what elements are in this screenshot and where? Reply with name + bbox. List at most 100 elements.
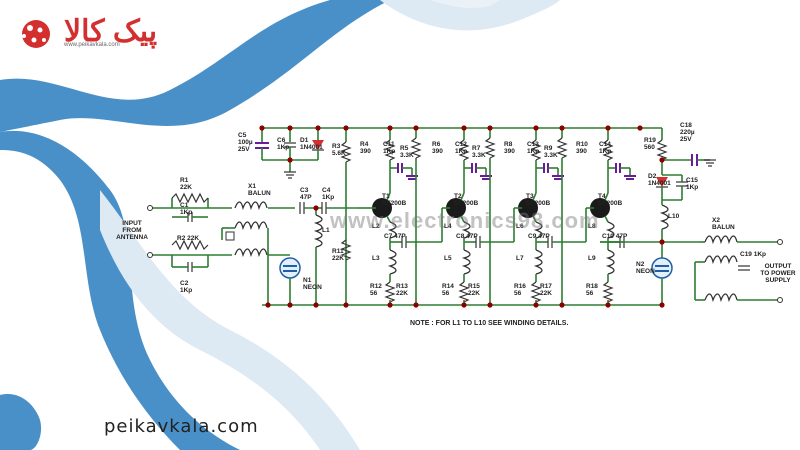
junction-dot bbox=[287, 125, 293, 131]
ground-symbol-out bbox=[704, 159, 716, 167]
x2-balun bbox=[704, 235, 738, 303]
junction-dot bbox=[659, 157, 665, 163]
junction-dot bbox=[287, 302, 293, 308]
label-l7: L7 bbox=[516, 255, 524, 262]
brand-logo-subtext: www.peikavkala.com bbox=[64, 42, 120, 48]
junction-dot bbox=[487, 302, 493, 308]
junction-dot bbox=[533, 125, 539, 131]
background-waves bbox=[0, 0, 560, 450]
junction-dot bbox=[259, 125, 265, 131]
junction-dot bbox=[461, 302, 467, 308]
junction-dot bbox=[559, 125, 565, 131]
n1-neon-lamp bbox=[279, 257, 301, 279]
label-l9: L9 bbox=[588, 255, 596, 262]
label-c8: C8 47P bbox=[456, 233, 478, 240]
n2-neon-lamp bbox=[651, 257, 673, 279]
watermark-text: www.electronics98.com bbox=[330, 208, 600, 233]
label-l8: L8 bbox=[588, 223, 596, 230]
label-c19: C19 1Kp bbox=[740, 251, 766, 258]
junction-dot bbox=[533, 302, 539, 308]
d1-diode bbox=[312, 140, 324, 150]
junction-dot bbox=[343, 302, 349, 308]
junction-dot bbox=[461, 125, 467, 131]
junction-dot bbox=[605, 125, 611, 131]
winding-note: NOTE : FOR L1 TO L10 SEE WINDING DETAILS… bbox=[410, 320, 568, 327]
junction-dot bbox=[605, 302, 611, 308]
label-l6: L6 bbox=[516, 223, 524, 230]
amp-stage-4 bbox=[586, 128, 636, 305]
logo-mark bbox=[22, 20, 50, 48]
junction-dot bbox=[313, 205, 319, 211]
d2-diode bbox=[656, 177, 668, 187]
label-l1: L1 bbox=[322, 227, 330, 234]
ground-symbol-1 bbox=[284, 171, 296, 179]
junction-dot bbox=[659, 302, 665, 308]
label-l2: L2 bbox=[372, 223, 380, 230]
junction-dot bbox=[287, 157, 293, 163]
junction-dot bbox=[265, 302, 271, 308]
label-l3: L3 bbox=[372, 255, 380, 262]
site-url-link[interactable]: peikavkala.com bbox=[104, 416, 259, 437]
amp-stage-1 bbox=[368, 128, 443, 305]
junction-dot bbox=[413, 125, 419, 131]
label-l4: L4 bbox=[444, 223, 452, 230]
label-c10: C10 47P bbox=[602, 233, 628, 240]
amp-stage-2 bbox=[442, 128, 515, 305]
label-c7: C7 47P bbox=[384, 233, 406, 240]
junction-dot bbox=[413, 302, 419, 308]
x1-balun bbox=[221, 201, 268, 258]
label-c9: C9 47P bbox=[528, 233, 550, 240]
brand-logo-text: پیک کالا bbox=[64, 15, 158, 48]
label-r2: R2 22K bbox=[177, 235, 199, 242]
junction-dot bbox=[387, 125, 393, 131]
junction-dot bbox=[659, 239, 665, 245]
junction-dot bbox=[387, 302, 393, 308]
junction-dot bbox=[559, 302, 565, 308]
junction-dot bbox=[487, 125, 493, 131]
junction-dot bbox=[343, 125, 349, 131]
label-l10: L10 bbox=[668, 213, 680, 220]
